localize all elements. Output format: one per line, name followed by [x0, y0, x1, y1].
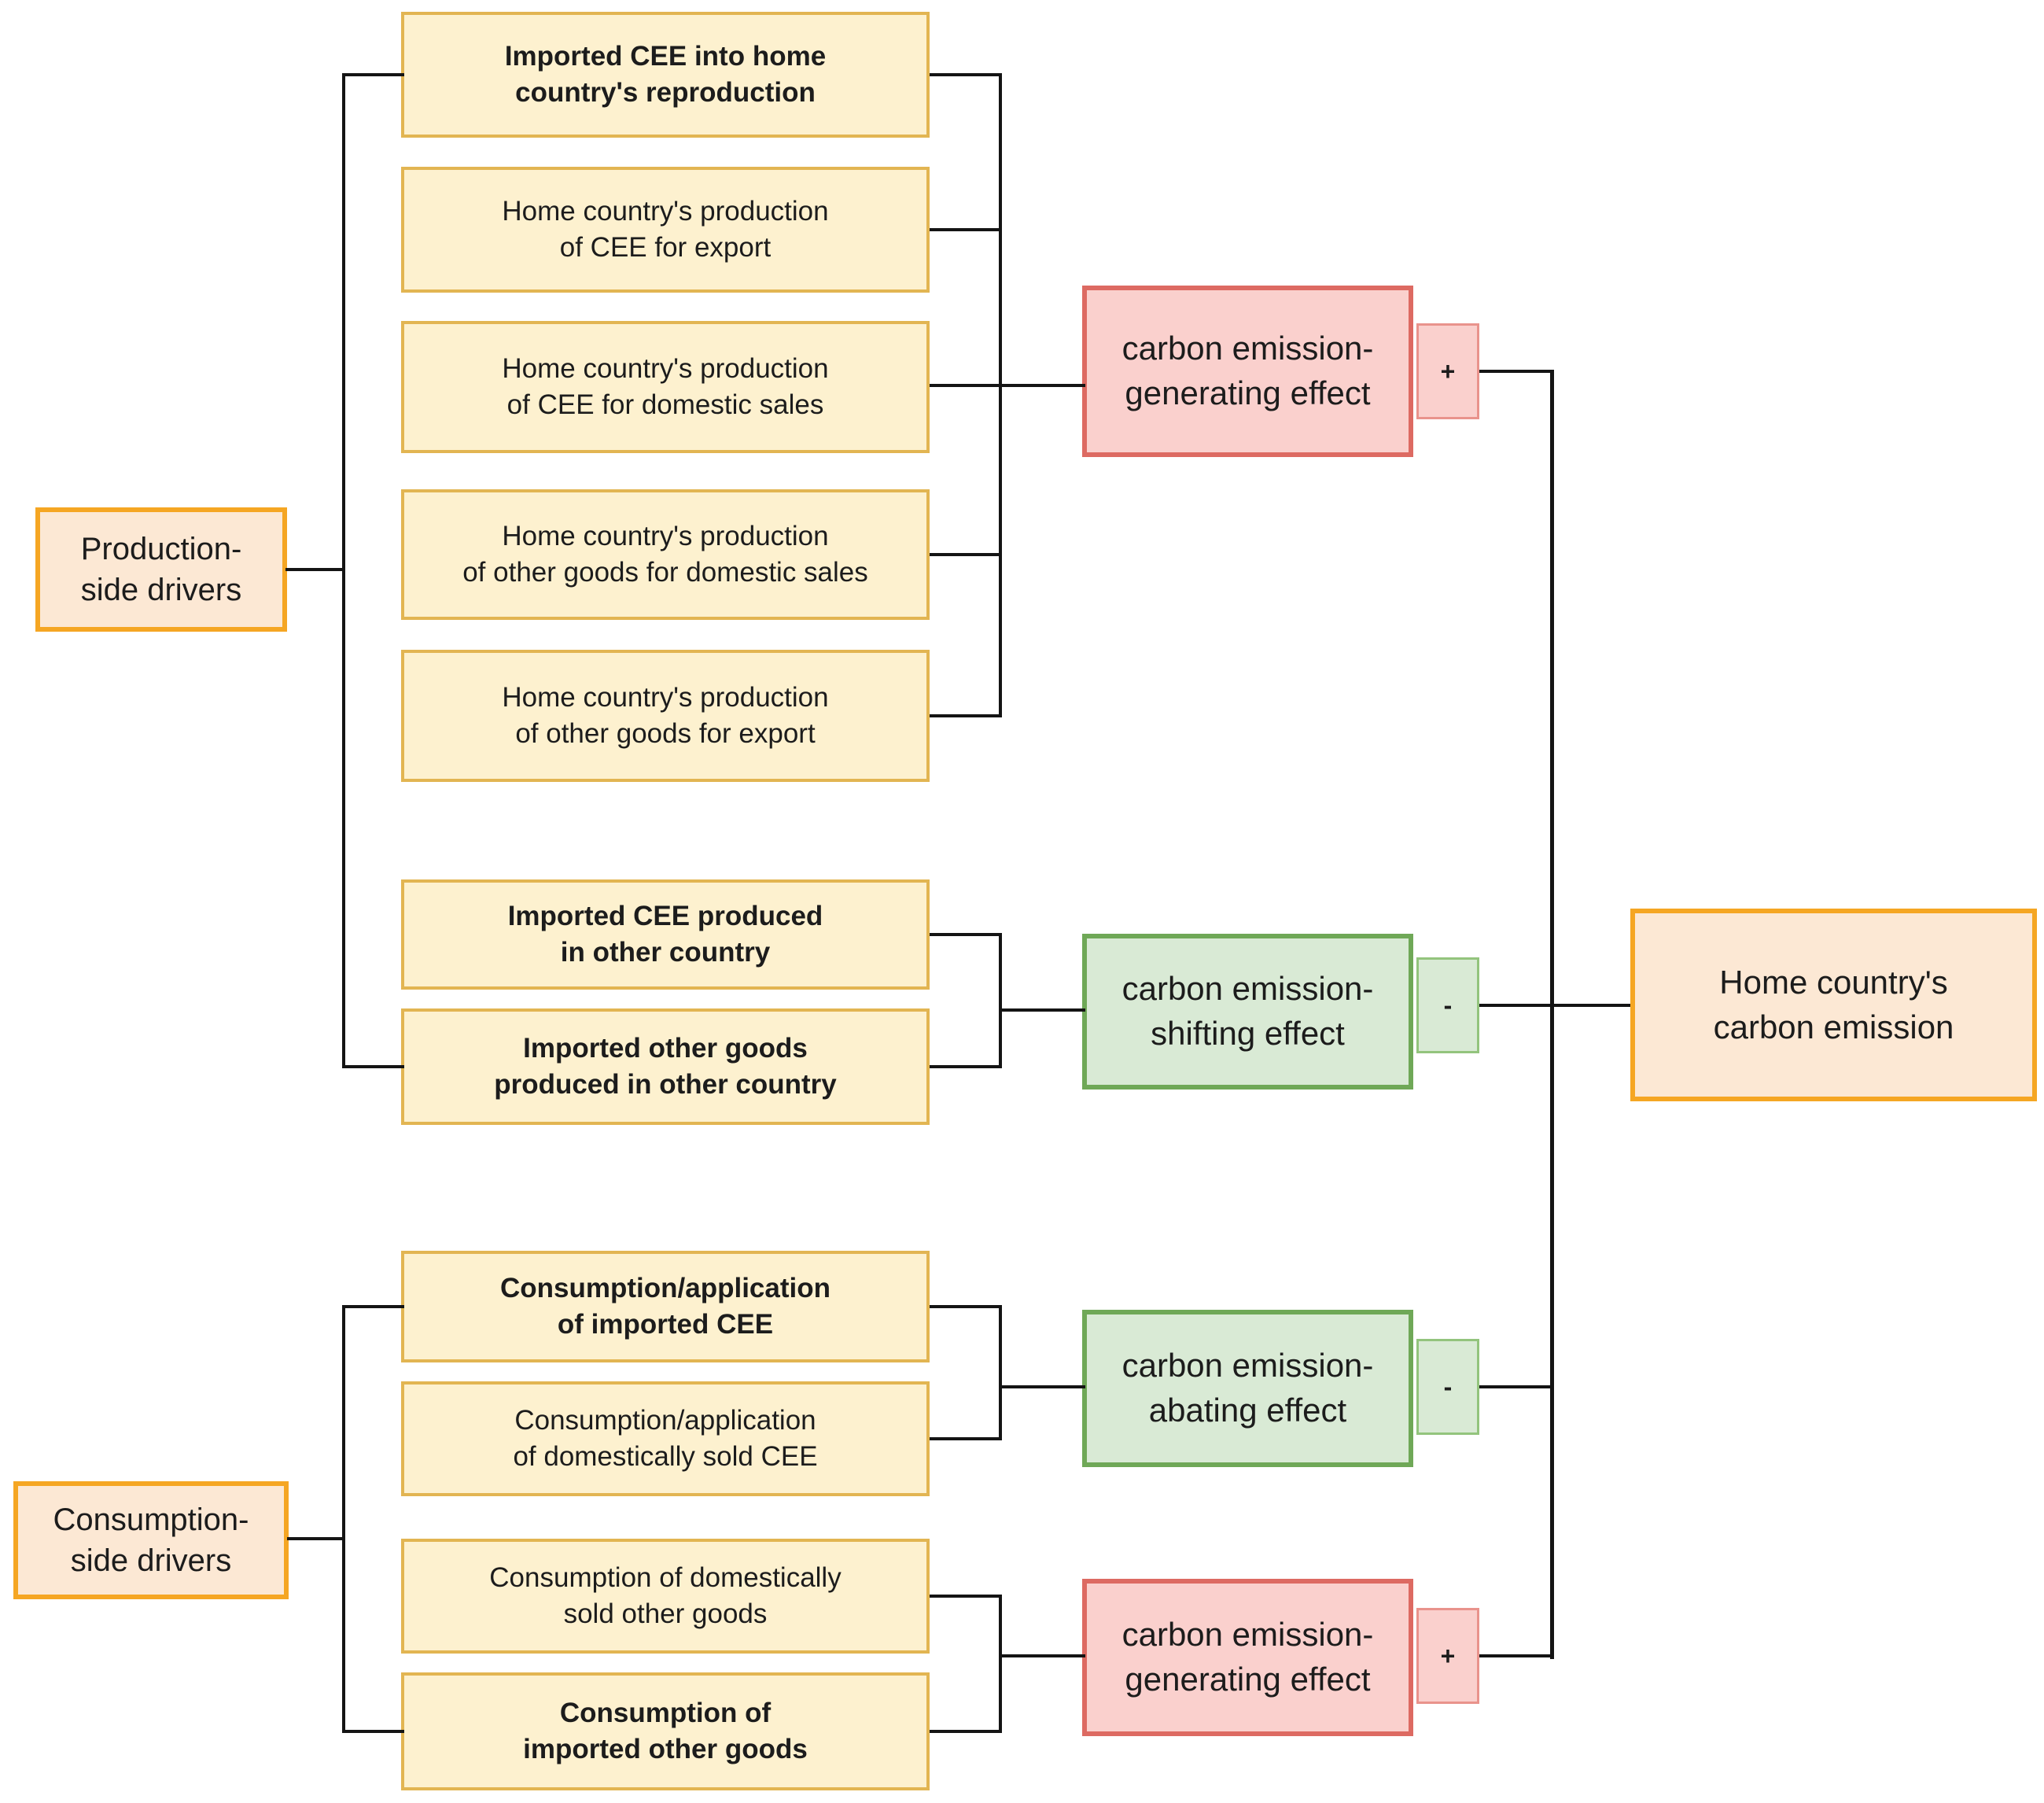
connector-main-collector-vertical — [1550, 370, 1554, 1659]
connector-consumption-bracket-vertical — [342, 1305, 345, 1733]
minus-sign: - — [1443, 990, 1453, 1019]
factor-box-production-other-export: Home country's production of other goods… — [401, 650, 930, 782]
effect-1-line2: generating effect — [1125, 374, 1371, 411]
effect-3-line2: abating effect — [1148, 1392, 1347, 1429]
connector-consumption-to-factor11 — [342, 1730, 404, 1733]
effect-3-line1: carbon emission- — [1121, 1347, 1374, 1385]
connector-factor8-stub — [930, 1305, 1002, 1308]
plus-sign: + — [1440, 356, 1456, 385]
factor-box-consumption-imported-goods: Consumption of imported other goods — [401, 1672, 930, 1790]
connector-production-to-factor1 — [342, 73, 404, 76]
connector-factor6-stub — [930, 933, 1002, 936]
connector-collector-to-outcome — [1550, 1004, 1630, 1007]
factor-3-line2: of CEE for domestic sales — [506, 389, 824, 420]
minus-sign: - — [1443, 1372, 1453, 1401]
factor-box-imported-goods-other-country: Imported other goods produced in other c… — [401, 1008, 930, 1125]
effect-box-abating: carbon emission- abating effect — [1082, 1310, 1413, 1467]
factor-box-consumption-domestic-cee: Consumption/application of domestically … — [401, 1381, 930, 1496]
factor-box-imported-cee-reproduction: Imported CEE into home country's reprodu… — [401, 12, 930, 138]
connector-factor5-stub — [930, 714, 1002, 717]
outcome-line1: Home country's — [1719, 963, 1948, 1001]
connector-production-driver-stub — [285, 568, 345, 571]
sign-badge-minus-shifting: - — [1416, 957, 1479, 1053]
connector-group4-to-effect4 — [999, 1654, 1085, 1657]
factor-box-imported-cee-other-country: Imported CEE produced in other country — [401, 879, 930, 990]
effect-4-line1: carbon emission- — [1121, 1616, 1374, 1654]
factor-box-production-cee-domestic: Home country's production of CEE for dom… — [401, 321, 930, 453]
connector-consumption-driver-stub — [287, 1537, 345, 1540]
factor-3-line1: Home country's production — [502, 352, 829, 384]
outcome-box-home-carbon-emission: Home country's carbon emission — [1630, 909, 2037, 1101]
connector-group3-to-effect3 — [999, 1385, 1085, 1388]
factor-1-line1: Imported CEE into home — [504, 40, 827, 72]
driver-consumption-line1: Consumption- — [53, 1502, 249, 1537]
factor-box-production-cee-export: Home country's production of CEE for exp… — [401, 167, 930, 293]
factor-11-line1: Consumption of — [559, 1697, 772, 1728]
driver-consumption-line2: side drivers — [70, 1543, 232, 1578]
connector-badge1-to-collector — [1479, 370, 1554, 373]
connector-factor1-stub — [930, 73, 1002, 76]
factor-7-line2: produced in other country — [494, 1069, 837, 1100]
factor-5-line2: of other goods for export — [515, 718, 816, 749]
factor-6-line1: Imported CEE produced — [507, 900, 823, 931]
effect-box-generating-production: carbon emission- generating effect — [1082, 286, 1413, 457]
factor-4-line2: of other goods for domestic sales — [462, 557, 868, 588]
factor-box-consumption-domestic-goods: Consumption of domestically sold other g… — [401, 1539, 930, 1654]
factor-11-line2: imported other goods — [523, 1734, 808, 1764]
connector-group3-bracket-vertical — [999, 1305, 1002, 1440]
connector-group2-bracket-vertical — [999, 933, 1002, 1068]
factor-box-consumption-imported-cee: Consumption/application of imported CEE — [401, 1251, 930, 1362]
connector-factor9-stub — [930, 1437, 1002, 1440]
effect-4-line2: generating effect — [1125, 1661, 1371, 1698]
connector-badge2-to-collector — [1479, 1004, 1554, 1007]
factor-10-line2: sold other goods — [563, 1598, 768, 1629]
connector-factor7-stub — [930, 1065, 1002, 1068]
sign-badge-minus-abating: - — [1416, 1339, 1479, 1435]
factor-1-line2: country's reproduction — [515, 77, 816, 108]
effect-2-line1: carbon emission- — [1121, 970, 1374, 1008]
connector-group1-bracket-vertical — [999, 73, 1002, 717]
connector-group2-to-effect2 — [999, 1008, 1085, 1012]
factor-box-production-other-domestic: Home country's production of other goods… — [401, 489, 930, 620]
connector-production-to-factor7 — [342, 1065, 404, 1068]
effect-1-line1: carbon emission- — [1121, 330, 1374, 367]
driver-box-consumption-side: Consumption- side drivers — [13, 1481, 289, 1599]
sign-badge-plus-bottom: + — [1416, 1608, 1479, 1704]
connector-group4-bracket-vertical — [999, 1595, 1002, 1733]
factor-6-line2: in other country — [560, 937, 771, 968]
factor-5-line1: Home country's production — [502, 681, 829, 713]
connector-factor11-stub — [930, 1730, 1002, 1733]
factor-7-line1: Imported other goods — [523, 1032, 808, 1064]
connector-consumption-to-factor8 — [342, 1305, 404, 1308]
connector-badge4-to-collector — [1479, 1654, 1554, 1657]
driver-production-line2: side drivers — [80, 573, 242, 607]
outcome-line2: carbon emission — [1713, 1008, 1954, 1045]
sign-badge-plus-top: + — [1416, 323, 1479, 419]
effect-2-line2: shifting effect — [1151, 1015, 1345, 1052]
factor-9-line1: Consumption/application — [514, 1404, 816, 1436]
connector-badge3-to-collector — [1479, 1385, 1554, 1388]
factor-2-line1: Home country's production — [502, 195, 829, 227]
factor-4-line1: Home country's production — [502, 520, 829, 551]
plus-sign: + — [1440, 1641, 1456, 1670]
factor-8-line2: of imported CEE — [557, 1309, 774, 1340]
effect-box-shifting: carbon emission- shifting effect — [1082, 934, 1413, 1090]
driver-production-line1: Production- — [80, 532, 242, 566]
factor-9-line2: of domestically sold CEE — [513, 1441, 818, 1472]
factor-10-line1: Consumption of domestically — [489, 1561, 842, 1593]
factor-8-line1: Consumption/application — [500, 1272, 830, 1303]
effect-box-generating-consumption: carbon emission- generating effect — [1082, 1579, 1413, 1736]
factor-2-line2: of CEE for export — [559, 232, 772, 263]
connector-factor10-stub — [930, 1595, 1002, 1598]
driver-box-production-side: Production- side drivers — [35, 507, 287, 632]
connector-factor3-to-effect1 — [930, 384, 1085, 387]
connector-factor4-stub — [930, 553, 1002, 556]
connector-factor2-stub — [930, 228, 1002, 231]
